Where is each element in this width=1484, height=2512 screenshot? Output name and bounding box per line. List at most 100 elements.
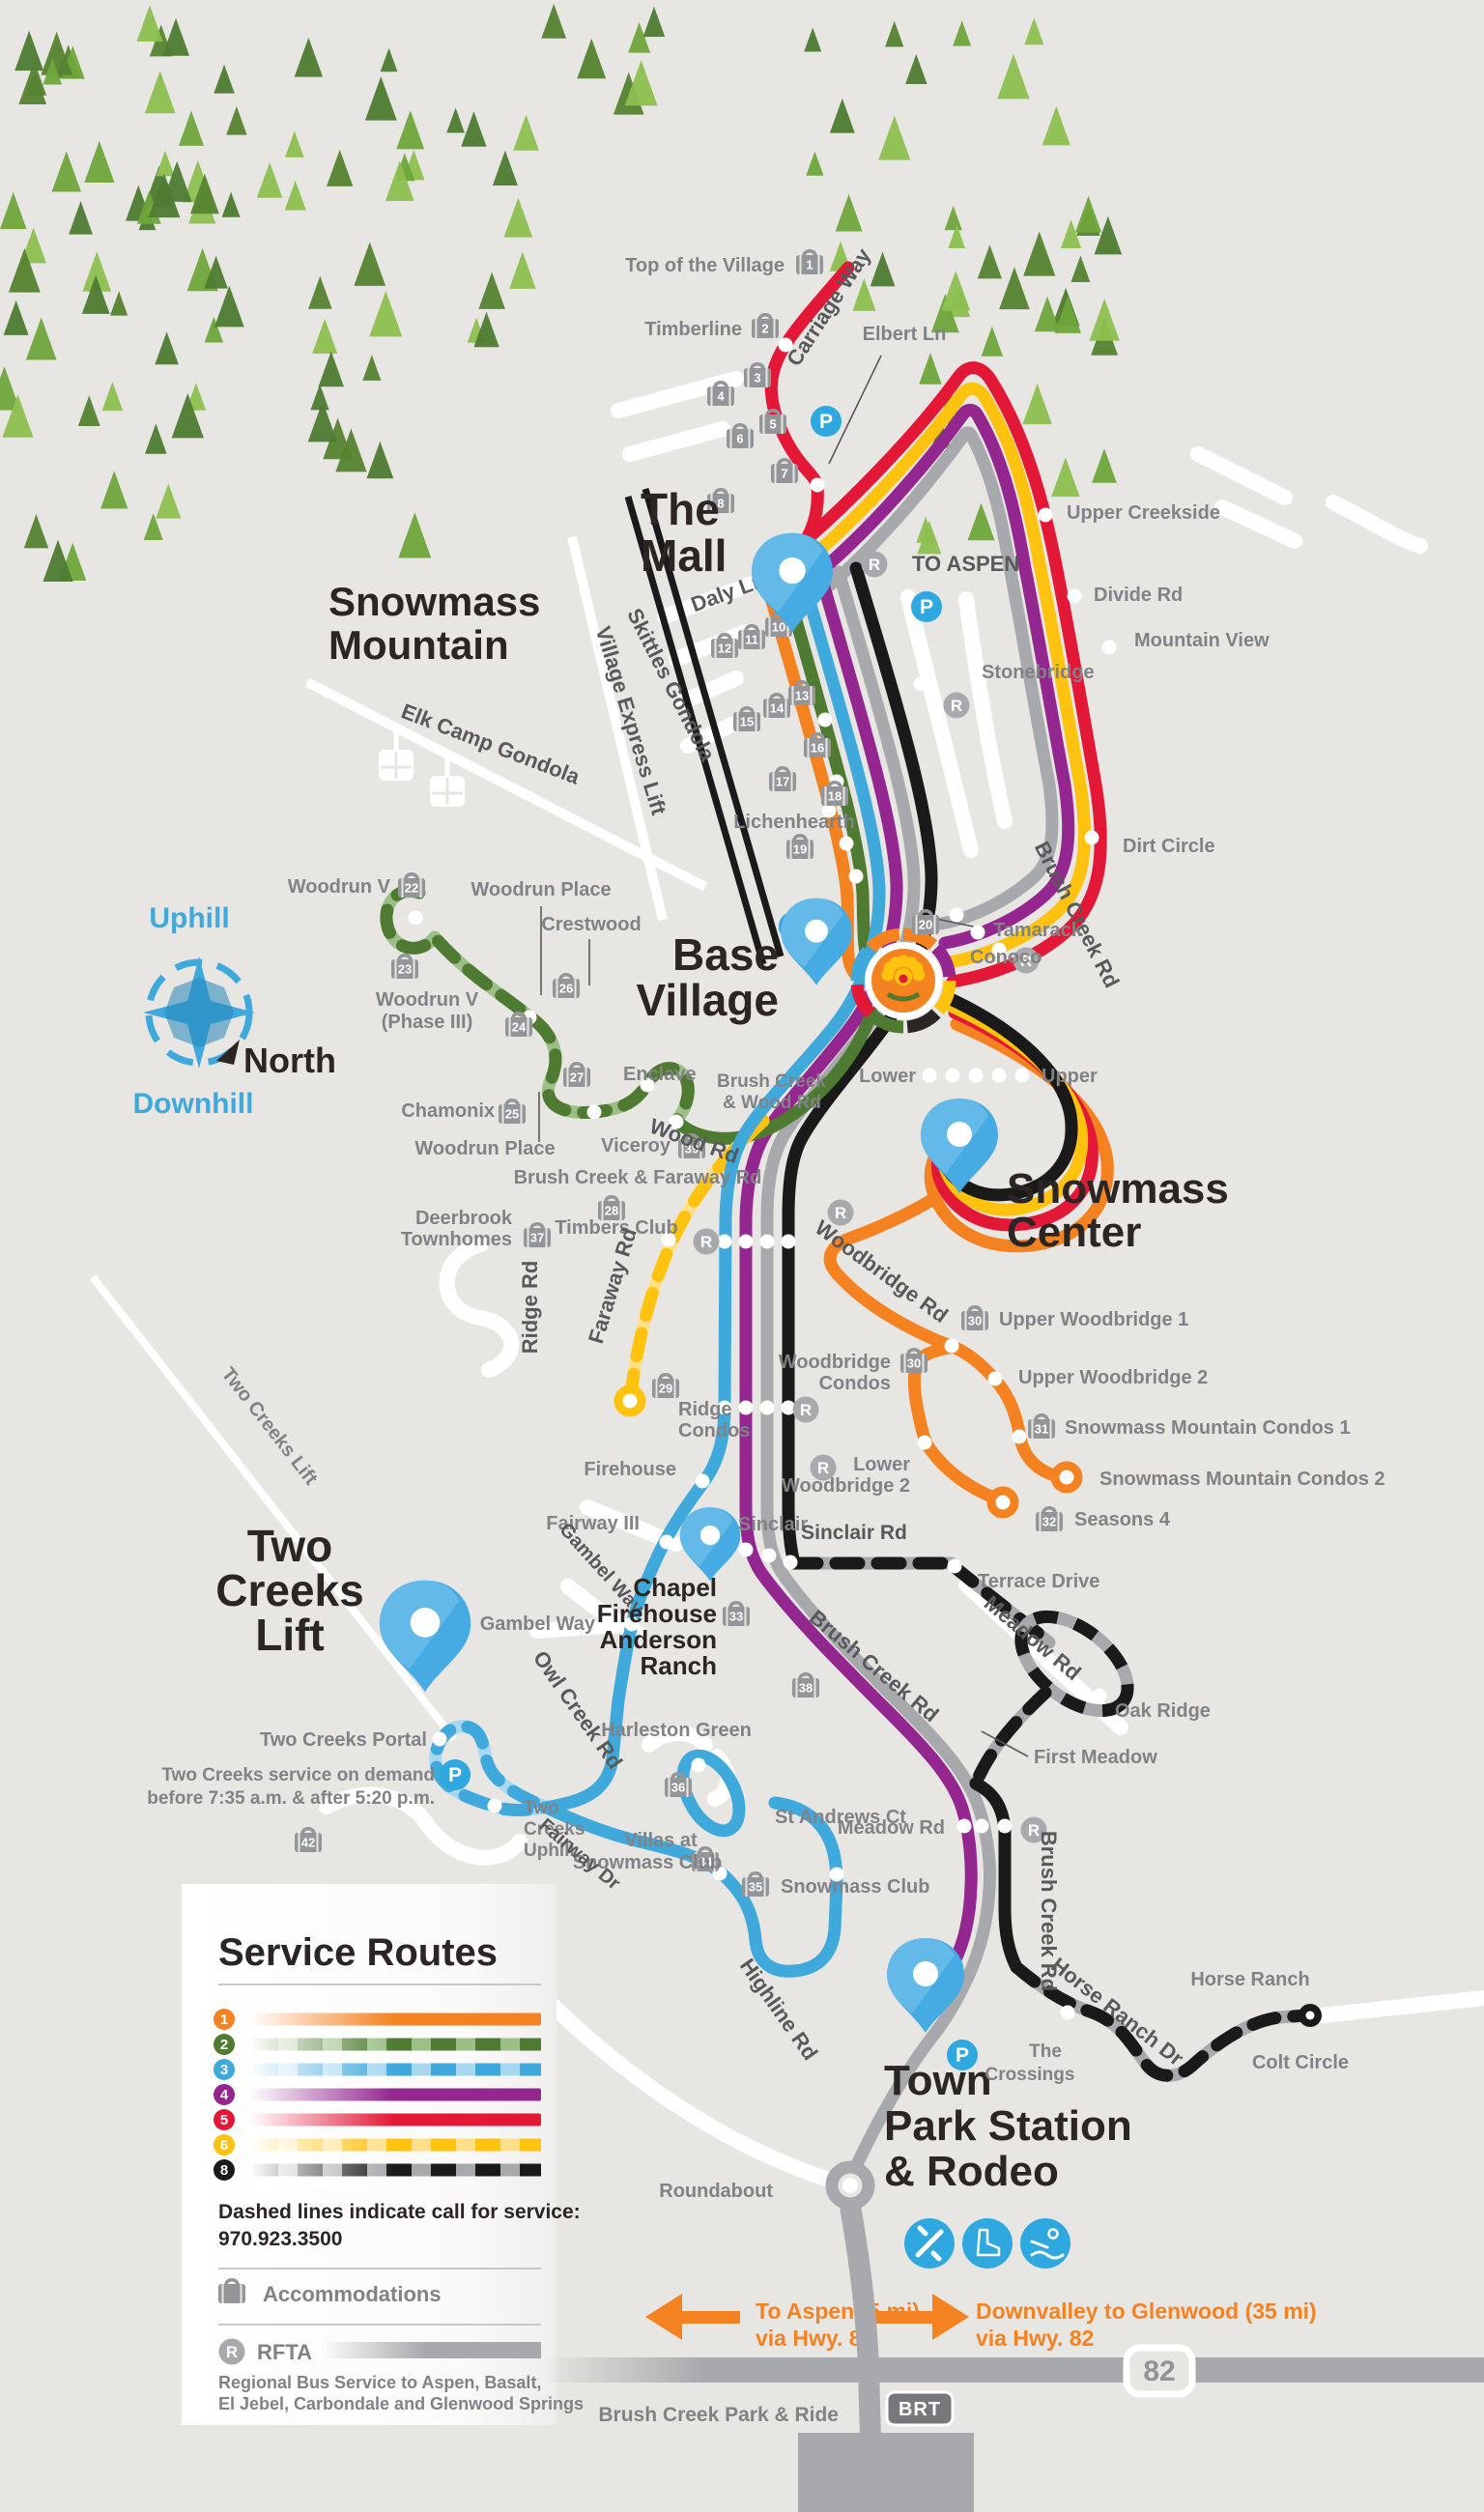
suitcase-handle bbox=[827, 781, 842, 788]
park-and-ride-lot bbox=[798, 2433, 974, 2512]
stop-dot bbox=[640, 1077, 655, 1093]
tree-icon bbox=[917, 520, 942, 555]
tree-icon bbox=[0, 191, 27, 230]
route-1-terminus bbox=[986, 1486, 1019, 1519]
tree-icon bbox=[997, 53, 1030, 100]
map-label: Ridge bbox=[678, 1399, 732, 1420]
map-label: St Andrews Ct bbox=[775, 1807, 906, 1828]
downvalley-via-label: via Hwy. 82 bbox=[976, 2326, 1094, 2351]
tree-icon bbox=[162, 160, 192, 202]
tree-icon bbox=[461, 111, 487, 147]
stop-number: 3 bbox=[754, 371, 760, 385]
stop-dot bbox=[487, 1798, 502, 1813]
fitness-glyph bbox=[915, 2225, 944, 2262]
route-8-horse-ranch-dashed bbox=[1010, 1960, 1313, 2082]
route-number-badge bbox=[214, 2059, 235, 2080]
tree-icon bbox=[878, 115, 911, 160]
suitcase-body bbox=[752, 319, 779, 338]
route-2-wood-rd bbox=[670, 1006, 878, 1145]
map-label: Lift bbox=[255, 1610, 325, 1660]
tree-icon bbox=[369, 291, 403, 337]
suitcase-body bbox=[524, 1228, 551, 1247]
suitcase-body bbox=[707, 494, 734, 513]
parking-letter: P bbox=[956, 2044, 969, 2067]
road bbox=[958, 1577, 1128, 1735]
rfta-letter: R bbox=[951, 697, 962, 715]
map-label: Elbert Ln bbox=[863, 324, 947, 345]
stop-dot bbox=[661, 1232, 676, 1247]
stop-number: 17 bbox=[776, 775, 789, 789]
rfta-letter: R bbox=[817, 1459, 829, 1477]
map-label: Ranch bbox=[641, 1651, 717, 1680]
parking-letter: P bbox=[920, 596, 933, 618]
stop-dot bbox=[1067, 588, 1082, 604]
rfta-stop-icon: R bbox=[810, 1454, 837, 1481]
parking-icon: P bbox=[811, 406, 842, 437]
stop-dot bbox=[829, 1867, 844, 1882]
tree-icon bbox=[155, 331, 179, 365]
tree-icon bbox=[806, 151, 824, 176]
rfta-letter: R bbox=[1028, 1821, 1040, 1840]
base-village-roundabout-ring bbox=[906, 1009, 941, 1034]
stop-number: 11 bbox=[745, 633, 758, 647]
rfta-stop-icon: R bbox=[861, 551, 888, 578]
rfta-circle bbox=[943, 692, 970, 719]
tree-icon bbox=[930, 293, 959, 333]
rfta-letter: R bbox=[800, 1401, 812, 1419]
ski-lift-lines bbox=[89, 488, 785, 1742]
map-label: Timbers Club bbox=[555, 1217, 677, 1239]
suitcase-body bbox=[723, 1607, 750, 1626]
stop-dot bbox=[738, 1400, 754, 1415]
suitcase-handle bbox=[777, 458, 792, 466]
rfta-circle bbox=[1013, 947, 1040, 974]
tree-icon bbox=[624, 60, 658, 106]
road bbox=[1326, 495, 1428, 554]
tree-icon bbox=[977, 244, 1002, 279]
suitcase-body bbox=[796, 255, 823, 274]
tree-icon bbox=[77, 395, 100, 426]
suitcase-handle bbox=[750, 362, 765, 370]
accommodation-stop-icon: 13 bbox=[788, 680, 815, 705]
map-label: Meadow Rd bbox=[838, 1817, 945, 1839]
stop-dot bbox=[1012, 1429, 1027, 1444]
tree-icon bbox=[541, 3, 567, 39]
tree-icon bbox=[25, 67, 47, 96]
suitcase-body bbox=[912, 915, 939, 934]
highway-82-number: 82 bbox=[1143, 2355, 1175, 2387]
map-label: Woodrun Place bbox=[414, 1138, 555, 1159]
tree-icon bbox=[1042, 105, 1070, 146]
tree-icon bbox=[310, 384, 329, 411]
rfta-circle bbox=[827, 1199, 854, 1226]
suitcase-body bbox=[678, 1139, 705, 1158]
pin-two-creeks-lift bbox=[379, 1580, 471, 1693]
rfta-stop-icon: R bbox=[693, 1228, 720, 1255]
tree-icon bbox=[642, 6, 666, 38]
tree-icon bbox=[852, 278, 876, 311]
brt-badge-label: BRT bbox=[899, 2399, 941, 2420]
roundabout-center bbox=[842, 2178, 858, 2193]
tree-icon bbox=[380, 47, 398, 72]
tree-icon bbox=[162, 17, 190, 56]
suitcase-handle bbox=[918, 909, 933, 917]
tree-icon bbox=[944, 205, 962, 231]
route-number: 2 bbox=[220, 2037, 228, 2053]
tree-icon bbox=[1074, 195, 1102, 233]
route-5-loop bbox=[791, 361, 1107, 988]
tree-icon bbox=[101, 382, 124, 412]
suitcase-handle bbox=[798, 1672, 813, 1680]
map-label: Lower bbox=[859, 1066, 916, 1087]
stop-dot bbox=[944, 1338, 959, 1354]
to-aspen-arrow-icon bbox=[645, 2294, 740, 2340]
suitcase-handle bbox=[802, 249, 817, 257]
tree-icon bbox=[941, 271, 971, 311]
map-label: Upper Creekside bbox=[1067, 502, 1220, 524]
map-label: Upper Woodbridge 2 bbox=[1018, 1367, 1208, 1388]
road bbox=[680, 717, 739, 754]
map-label: Woodrun Place bbox=[471, 879, 611, 900]
map-label: Deerbrook bbox=[415, 1208, 513, 1229]
legend-rfta-label: RFTA bbox=[257, 2340, 312, 2364]
map-label: Conoco bbox=[970, 947, 1042, 968]
map-label: Mountain View bbox=[1134, 630, 1270, 651]
accommodation-stop-icon: 28 bbox=[598, 1195, 625, 1220]
